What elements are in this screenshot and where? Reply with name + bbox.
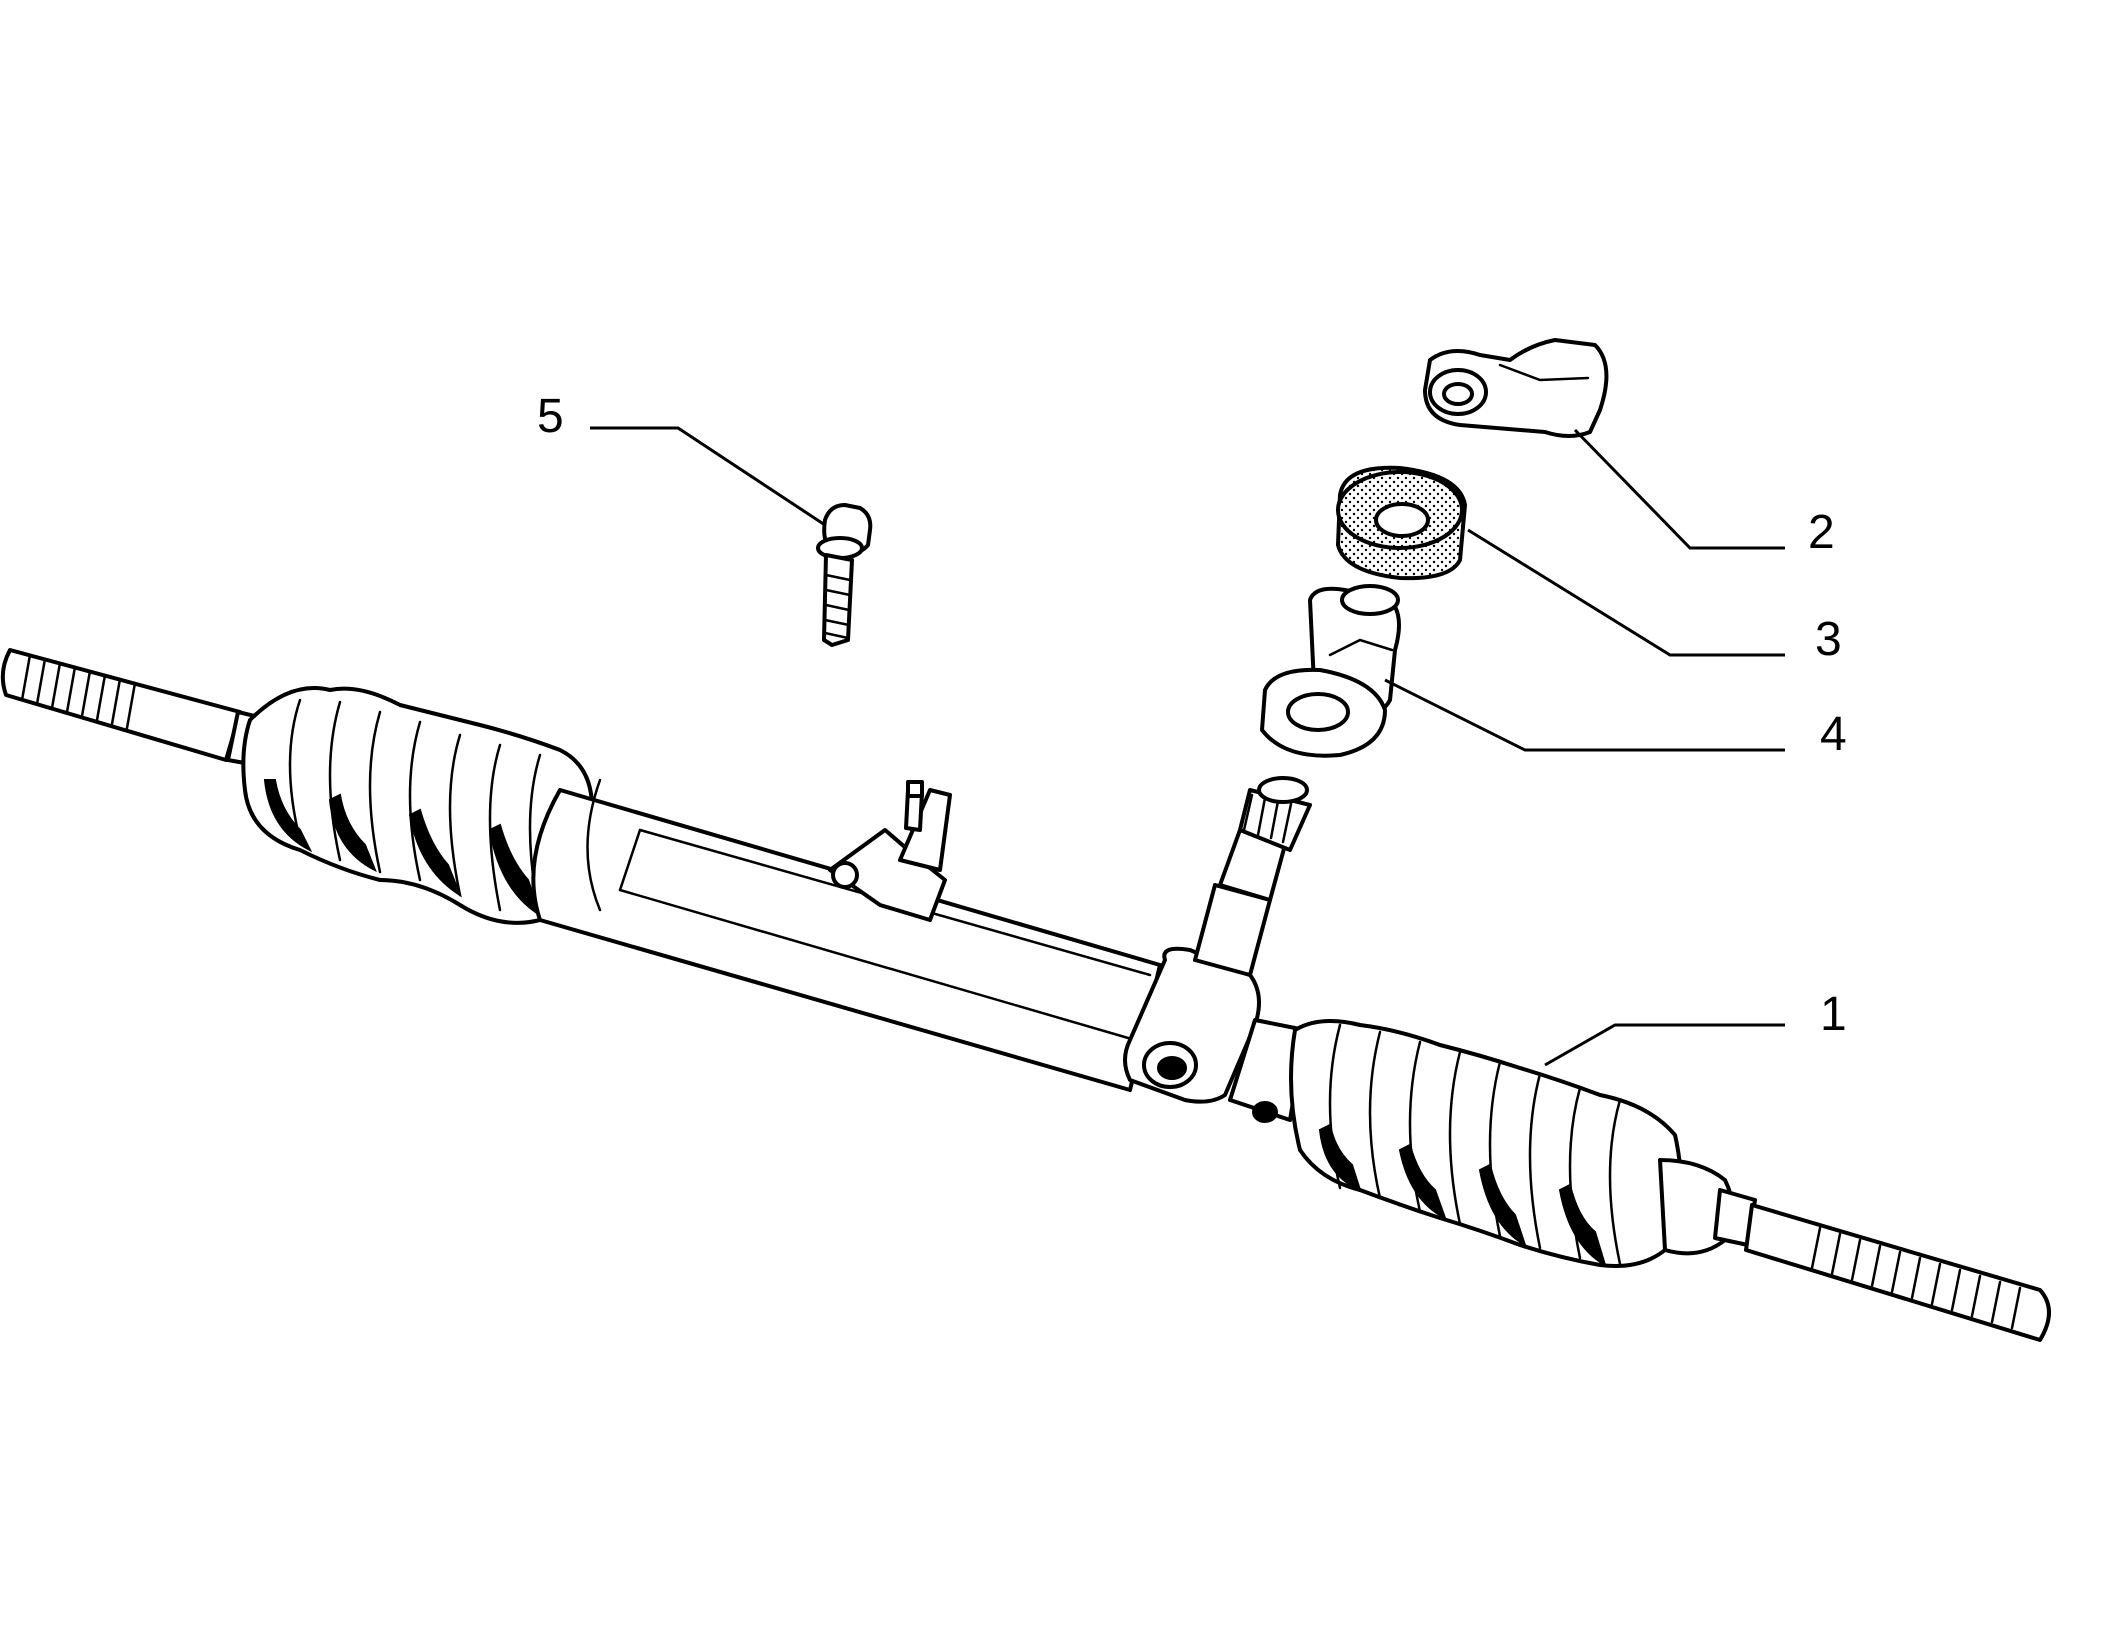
leader-line-2 xyxy=(1573,428,1785,550)
leader-line-1 xyxy=(1544,1023,1785,1067)
right-tie-rod-thread xyxy=(1744,1203,2051,1342)
mounting-bracket xyxy=(828,780,952,922)
left-bellows-boot xyxy=(241,686,594,925)
callout-1: 1 xyxy=(1820,988,1847,1041)
rack-housing-tube xyxy=(531,778,1162,1092)
part-3-rubber-bush xyxy=(1335,465,1468,581)
part-5-flange-bolt xyxy=(816,503,873,647)
pinion-housing xyxy=(1123,776,1312,1104)
right-housing-section xyxy=(1228,1018,1307,1123)
callout-3: 3 xyxy=(1815,613,1842,666)
callout-4: 4 xyxy=(1820,708,1847,761)
part-4-spacer xyxy=(1260,584,1401,758)
steering-rack-assembly xyxy=(0,648,2051,1342)
callout-labels: 1 2 3 4 5 xyxy=(537,390,1847,1041)
leader-line-3 xyxy=(1467,528,1785,657)
callout-2: 2 xyxy=(1808,506,1835,559)
right-boot-neck xyxy=(1658,1158,1757,1256)
callout-5: 5 xyxy=(537,390,564,443)
left-tie-rod-thread xyxy=(0,648,257,766)
right-bellows-boot xyxy=(1289,1019,1683,1268)
leader-line-4 xyxy=(1384,678,1785,752)
part-2-bracket xyxy=(1423,338,1609,438)
leader-lines xyxy=(590,426,1785,1067)
leader-line-5 xyxy=(590,426,826,527)
